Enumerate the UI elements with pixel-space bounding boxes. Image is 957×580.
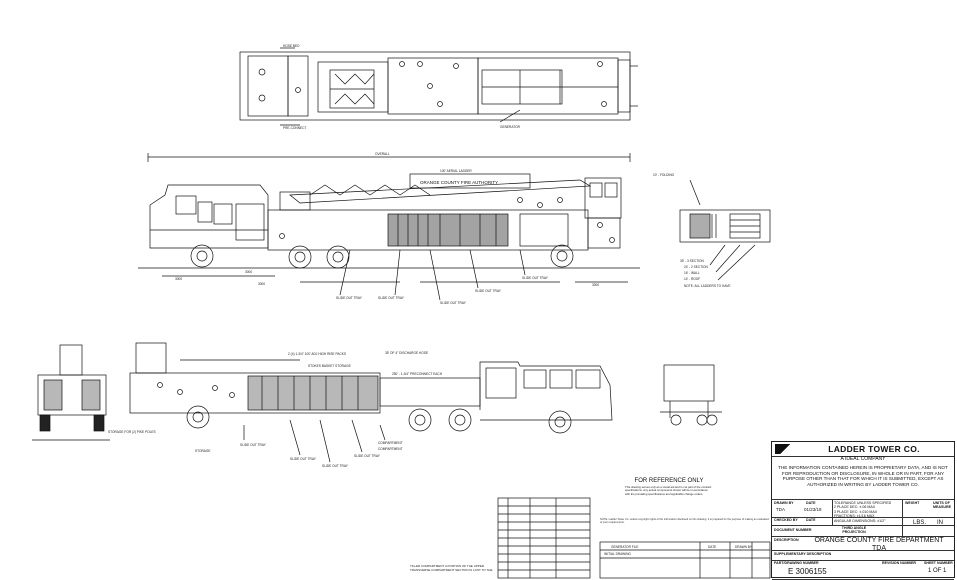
title-block: LADDER TOWER CO. A IDEAL COMPANY THE INF… — [771, 441, 955, 580]
lower-top-callout-1: 2 (4) 1-3/4" 100' ADJ HIGH RISE PACKS — [288, 352, 346, 356]
title-company-row: LADDER TOWER CO. — [772, 442, 954, 457]
supplementary-label: SUPPLEMENTARY DESCRIPTION — [774, 552, 832, 556]
reference-title: FOR REFERENCE ONLY — [634, 478, 704, 484]
sheet-number-label: SHEET NUMBER — [924, 561, 953, 565]
document-number-row: DOCUMENT NUMBER THIRD ANGLE PROJECTION — [772, 525, 954, 537]
lower-top-callout-2: STOKES BASKET STORAGE — [308, 364, 351, 368]
ladder-label: 100' AERIAL LADDER — [440, 169, 472, 173]
drawn-by-value: TDA — [776, 507, 785, 512]
drawn-by-row: DRAWN BY TDA DATE 01/23/18 — [772, 500, 954, 518]
side-callout-3: SLIDE OUT TRAY — [440, 301, 467, 305]
ladder-note: NOTE: ALL LADDERS TO HAVE — [684, 284, 730, 288]
tolerance-line-4: ANGULAR DIMENSIONS: ±1/2° — [834, 518, 886, 523]
ladder-item-1: 10' - FOLDING — [653, 173, 675, 177]
side-callout-4: SLIDE OUT TRAY — [475, 289, 502, 293]
ladder-item-2: 35' - 3 SECTION — [680, 259, 705, 263]
description-label: DESCRIPTION — [774, 538, 799, 542]
dim-3: 3000 — [258, 282, 265, 286]
rev-table-drawn: DRAWN BY — [735, 545, 753, 549]
tolerance-line-1: 2 PLACE DEC: ±.06 MAX — [834, 505, 876, 510]
units-value: IN — [937, 520, 943, 526]
reference-text: This drawing serves only as a visual aid… — [625, 485, 712, 496]
description-line-1: ORANGE COUNTY FIRE DEPARTMENT — [814, 537, 944, 544]
rear-view — [32, 344, 110, 441]
lower-callout-2: SLIDE OUT TRAY — [240, 443, 267, 447]
lower-top-callout-4: 250' - 1-3/4" PRECONNECT EACH — [392, 372, 443, 376]
tolerance-line-3: FRACTIONS: ±1/16 MAX — [834, 514, 875, 519]
side-callout-1: SLIDE OUT TRAY — [336, 296, 363, 300]
company-logo — [775, 444, 793, 454]
ladder-storage-view — [679, 179, 771, 281]
rear-storage-label: STORAGE FOR (2) PIKE POLES — [108, 430, 156, 434]
ladder-item-4: 16' - WALL — [684, 271, 700, 275]
ladder-item-3: 24' - 2 SECTION — [684, 265, 709, 269]
front-view — [660, 364, 722, 426]
lower-callout-5: SLIDE OUT TRAY — [354, 454, 381, 458]
description-value: ORANGE COUNTY FIRE DEPARTMENT TDA — [808, 537, 950, 552]
rev-table-header: GENERATOR FILE — [611, 545, 639, 549]
rev-table-date: DATE — [708, 545, 716, 549]
side-callout-2: SLIDE OUT TRAY — [378, 296, 405, 300]
tolerance-line-2: 3 PLACE DEC: ±.010 MAX — [834, 509, 878, 514]
ladder-item-5: 14' - ROOF — [684, 277, 700, 281]
company-name: LADDER TOWER CO. — [828, 444, 920, 454]
tiller-footnote: TILLER COMPARTMENT A PORTION OF THE UPPE… — [410, 564, 493, 572]
top-callout-preconnect: PRE-CONNECT — [283, 126, 306, 130]
checked-by-row: CHECKED BY DATE — [772, 517, 954, 526]
part-number-row: PART/DRAWING NUMBER E 3006155 REVISION N… — [772, 560, 954, 580]
side-banner-text: ORANGE COUNTY FIRE AUTHORITY — [420, 180, 498, 185]
lower-callout-1: STORAGE — [195, 449, 211, 453]
revision-number-label: REVISION NUMBER — [882, 561, 916, 565]
date-label: DATE — [806, 501, 816, 505]
rev-table-row1: INITIAL DRAWING — [604, 552, 631, 556]
weight-box: WEIGHT UNITS OF MEASURE LBS. IN — [902, 500, 954, 536]
dim-1: 3000 — [245, 270, 252, 274]
lower-callout-3: SLIDE OUT TRAY — [290, 457, 317, 461]
dim-2: 3000 — [175, 277, 182, 281]
description-line-2: TDA — [872, 544, 886, 552]
copyright-note: NOTE: Ladder Tower Co. retains copyright… — [600, 518, 770, 525]
lower-callout-7: COMPARTMENT — [378, 447, 403, 451]
proprietary-notice: THE INFORMATION CONTAINED HEREIN IS PROP… — [772, 464, 954, 500]
side-callout-5: SLIDE OUT TRAY — [522, 276, 549, 280]
side-view — [138, 153, 640, 301]
supplementary-row: SUPPLEMENTARY DESCRIPTION — [772, 550, 954, 561]
reference-note: FOR REFERENCE ONLY This drawing serves o… — [625, 478, 713, 496]
part-number-label: PART/DRAWING NUMBER — [774, 561, 819, 565]
tolerance-box: TOLERANCE UNLESS SPECIFIED 2 PLACE DEC: … — [832, 500, 902, 525]
dim-4: 3000 — [592, 283, 599, 287]
date-value: 01/23/18 — [804, 507, 822, 512]
tolerance-title: TOLERANCE UNLESS SPECIFIED — [834, 501, 892, 505]
top-callout-generator: GENERATOR — [500, 125, 521, 129]
company-subsidiary: A IDEAL COMPANY — [840, 456, 886, 462]
weight-label: WEIGHT — [905, 501, 920, 505]
lower-side-view — [129, 342, 613, 463]
top-view — [239, 47, 638, 126]
lower-callout-6: COMPARTMENT — [378, 441, 403, 445]
sheet-number-value: 1 OF 1 — [928, 568, 947, 574]
checked-by-label: CHECKED BY — [774, 518, 798, 522]
checked-date-label: DATE — [806, 518, 816, 522]
top-callout-hose-bed: HOSE BED — [283, 44, 300, 48]
lower-callout-4: SLIDE OUT TRAY — [322, 464, 349, 468]
description-row: DESCRIPTION ORANGE COUNTY FIRE DEPARTMEN… — [772, 536, 954, 552]
overall-dimension: OVERALL — [375, 152, 390, 156]
document-number-label: DOCUMENT NUMBER — [774, 528, 812, 532]
lower-top-callout-3: 35' OF 4" DISCHARGE HOSE — [385, 351, 428, 355]
drawn-by-label: DRAWN BY — [774, 501, 794, 505]
projection-label: THIRD ANGLE PROJECTION — [841, 526, 867, 534]
part-number-value: E 3006155 — [788, 567, 827, 576]
units-label: UNITS OF MEASURE — [933, 501, 951, 509]
revision-table — [497, 497, 771, 579]
weight-unit: LBS. — [913, 520, 927, 526]
